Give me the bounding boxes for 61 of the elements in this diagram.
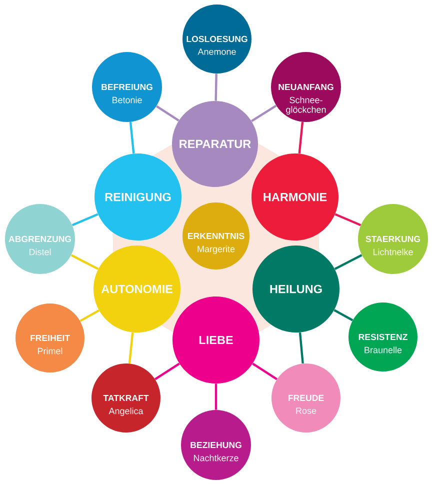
sub-circle (92, 364, 160, 432)
connector-line (334, 309, 354, 322)
connector-line (129, 122, 135, 154)
main-circle (172, 296, 260, 384)
flower-name: Braunelle (364, 346, 402, 354)
sub-circle (5, 204, 75, 274)
sub-circle (358, 204, 428, 274)
flower-name: Angelica (108, 408, 144, 416)
main-circle (252, 154, 338, 240)
flower-name: Betonie (112, 96, 142, 104)
heading-label: TATKRAFT (103, 394, 149, 402)
sub-circle (181, 410, 251, 480)
flower-name: Distel (29, 248, 51, 256)
main-circle (94, 154, 182, 240)
connector-line (251, 104, 277, 122)
connector-line (298, 332, 304, 364)
flower-name: Nachtkerze (194, 454, 238, 462)
heading-label: LOSLOESUNG (186, 36, 248, 42)
sub-circle (271, 52, 341, 122)
heading-label: BEZIEHUNG (190, 442, 242, 448)
heading-label: FREIHEIT (30, 334, 70, 342)
sub-circle (272, 364, 340, 432)
connector-line (214, 74, 218, 101)
connector-line (156, 105, 180, 122)
main-circle (172, 101, 258, 187)
heading-label: HARMONIE (264, 192, 327, 202)
heading-label: BEFREIUNG (102, 84, 152, 90)
connector-line (128, 332, 134, 364)
flower-name: Margerite (198, 246, 235, 254)
connector-line (70, 254, 99, 270)
sub-circle (348, 302, 418, 372)
sub-circle (182, 4, 252, 74)
heading-label: HEILUNG (270, 284, 322, 294)
connector-line (154, 362, 180, 380)
flower-name: Primel (38, 348, 62, 354)
heading-label: REINIGUNG (105, 192, 171, 202)
heading-label: ABGRENZUNG (8, 236, 71, 242)
sub-circle (16, 304, 84, 372)
heading-label: REPARATUR (180, 140, 251, 148)
heading-label: FREUDE (288, 394, 324, 402)
heading-label: AUTONOMIE (101, 284, 172, 294)
flower-name: Lichtnelke (373, 248, 413, 256)
connector-line (214, 384, 218, 410)
connector-line (334, 213, 362, 226)
connector-line (80, 309, 100, 322)
connector-line (298, 122, 304, 154)
main-circle (94, 246, 180, 332)
heading-label: RESISTENZ (358, 334, 408, 340)
sub-circle (182, 202, 250, 270)
flower-name: Anemone (198, 48, 236, 55)
flower-name: Rose (296, 408, 316, 414)
connector-line (334, 254, 362, 270)
connector-line (72, 213, 98, 226)
heading-label: STAERKUNG (366, 236, 420, 242)
heading-label: NEUANFANG (278, 84, 334, 90)
flower-name: Schnee- glöckchen (286, 96, 326, 115)
heading-label: LIEBE (199, 336, 233, 344)
sub-circle (92, 52, 162, 122)
heading-label: ERKENNTNIS (188, 232, 244, 240)
main-circle (252, 246, 340, 332)
connector-line (252, 362, 278, 380)
